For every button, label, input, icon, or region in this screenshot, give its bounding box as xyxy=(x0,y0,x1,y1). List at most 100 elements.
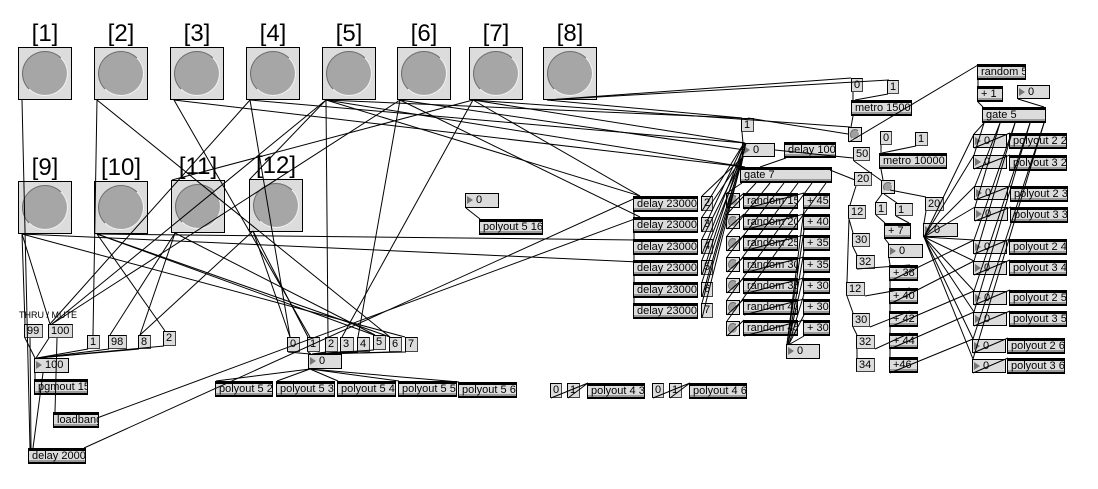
polyout-object[interactable]: polyout 3 5 xyxy=(1009,311,1067,327)
patch-cord[interactable] xyxy=(972,337,1009,354)
loadbang-object[interactable]: loadbang xyxy=(53,412,99,428)
patch-cord[interactable] xyxy=(249,99,327,180)
patch-cord[interactable] xyxy=(974,185,1012,201)
patch-cord[interactable] xyxy=(276,368,311,382)
patch-cord[interactable] xyxy=(701,142,746,276)
single-number-box[interactable]: 0 xyxy=(465,193,499,208)
patch-cord[interactable] xyxy=(874,332,911,350)
patch-cord[interactable] xyxy=(726,182,771,237)
message-20[interactable]: 20 xyxy=(854,172,872,186)
program-number-box[interactable]: 100 xyxy=(34,358,69,373)
patch-cord[interactable] xyxy=(889,290,975,328)
patch-cord[interactable] xyxy=(923,236,974,360)
patch-cord[interactable] xyxy=(49,99,251,325)
selector-number-box[interactable]: 0 xyxy=(308,354,342,369)
message-30-b[interactable]: 30 xyxy=(852,313,870,327)
patch-cord[interactable] xyxy=(972,357,1009,374)
step-message-b[interactable]: 1 xyxy=(895,203,913,216)
patch-cord[interactable] xyxy=(973,310,1011,327)
patch-cord[interactable] xyxy=(21,99,31,449)
polyout-object[interactable]: polyout 2 6 xyxy=(1007,338,1065,354)
patch-cord[interactable] xyxy=(35,337,50,359)
add-38-object[interactable]: + 38 xyxy=(889,265,918,281)
patch-cord[interactable] xyxy=(923,210,927,224)
add-object[interactable]: + 40 xyxy=(803,214,830,230)
router-number-box[interactable]: 0 xyxy=(1017,85,1050,99)
on-message[interactable]: 1 xyxy=(567,383,580,398)
patch-cord[interactable] xyxy=(856,264,911,270)
patch-cord[interactable] xyxy=(249,99,746,144)
patch-cord[interactable] xyxy=(96,216,641,419)
patch-cord[interactable] xyxy=(889,260,975,305)
patch-cord[interactable] xyxy=(726,234,745,252)
polyout-object[interactable]: polyout 3 6 xyxy=(1007,358,1065,374)
patch-cord[interactable] xyxy=(974,122,1001,208)
polyout-object[interactable]: polyout 2 3 xyxy=(1010,186,1068,202)
patch-cord[interactable] xyxy=(652,382,691,399)
patch-cord[interactable] xyxy=(139,232,176,336)
patch-cord[interactable] xyxy=(923,236,975,241)
patch-cord[interactable] xyxy=(788,293,805,345)
patch-cord[interactable] xyxy=(853,160,883,182)
patch-cord[interactable] xyxy=(399,99,746,151)
bang-button-2[interactable] xyxy=(94,47,148,100)
patch-cord[interactable] xyxy=(852,246,858,256)
selector-message[interactable]: 2 xyxy=(325,337,338,352)
metro-on-message[interactable]: 1 xyxy=(887,80,899,94)
delay-2000-object[interactable]: delay 2000 xyxy=(28,448,86,464)
patch-cord[interactable] xyxy=(51,99,327,325)
patch-cord[interactable] xyxy=(974,122,1001,187)
patch-cord[interactable] xyxy=(923,154,975,238)
bang-button-3[interactable] xyxy=(170,47,224,100)
add-40-object[interactable]: + 40 xyxy=(889,288,918,304)
patch-cord[interactable] xyxy=(849,185,857,206)
patch-cord[interactable] xyxy=(701,156,744,261)
bang-button-small[interactable] xyxy=(726,214,740,229)
bang-button-small[interactable] xyxy=(726,300,740,315)
delay-100-object[interactable]: delay 100 xyxy=(784,142,836,158)
patch-cord[interactable] xyxy=(869,310,911,328)
patch-cord[interactable] xyxy=(96,233,166,332)
patch-cord[interactable] xyxy=(313,351,407,355)
patch-cord[interactable] xyxy=(701,156,744,197)
patch-cord[interactable] xyxy=(973,289,1011,306)
preset-message[interactable]: 98 xyxy=(108,335,127,349)
patch-cord[interactable] xyxy=(29,337,32,449)
patch-cord[interactable] xyxy=(923,236,975,262)
delay-23000-object[interactable]: delay 23000 xyxy=(633,196,698,212)
patch-cord[interactable] xyxy=(701,142,745,212)
polyout-object[interactable]: polyout 3 2 xyxy=(1009,155,1067,171)
metro-10000-object[interactable]: metro 10000 xyxy=(879,153,947,169)
patch-cord[interactable] xyxy=(309,368,339,382)
patch-cord[interactable] xyxy=(287,351,311,355)
patch-cord[interactable] xyxy=(743,277,805,295)
patch-cord[interactable] xyxy=(726,319,745,337)
patch-cord[interactable] xyxy=(864,287,911,297)
step-message-a[interactable]: 1 xyxy=(875,202,887,215)
patch-cord[interactable] xyxy=(888,257,891,266)
delay-23000-object[interactable]: delay 23000 xyxy=(633,239,698,255)
patch-cord[interactable] xyxy=(973,122,1016,241)
add-object[interactable]: + 30 xyxy=(803,278,830,294)
patch-cord[interactable] xyxy=(325,99,746,168)
patch-cord[interactable] xyxy=(973,122,1031,313)
patch-cord[interactable] xyxy=(357,99,401,338)
output-number-box[interactable]: 0 xyxy=(973,155,1007,169)
metro-slow-bang[interactable] xyxy=(848,127,862,142)
patch-cord[interactable] xyxy=(472,99,641,197)
selector-message[interactable]: 7 xyxy=(405,337,418,352)
patch-cord[interactable] xyxy=(174,232,376,336)
message-12-b[interactable]: 12 xyxy=(846,282,865,296)
gate-7-object[interactable]: gate 7 xyxy=(740,167,832,183)
patch-cord[interactable] xyxy=(788,314,805,345)
patch-cord[interactable] xyxy=(726,213,745,230)
patch-cord[interactable] xyxy=(850,115,854,128)
patch-cord[interactable] xyxy=(774,149,854,159)
selector-message[interactable]: 6 xyxy=(389,337,402,352)
patch-cord[interactable] xyxy=(923,236,975,292)
patch-cord[interactable] xyxy=(923,236,974,340)
patch-cord[interactable] xyxy=(973,132,1011,149)
trigger-message[interactable]: 1 xyxy=(741,118,754,132)
polyout-object[interactable]: polyout 5 16 xyxy=(479,219,543,235)
patch-cord[interactable] xyxy=(546,77,852,101)
